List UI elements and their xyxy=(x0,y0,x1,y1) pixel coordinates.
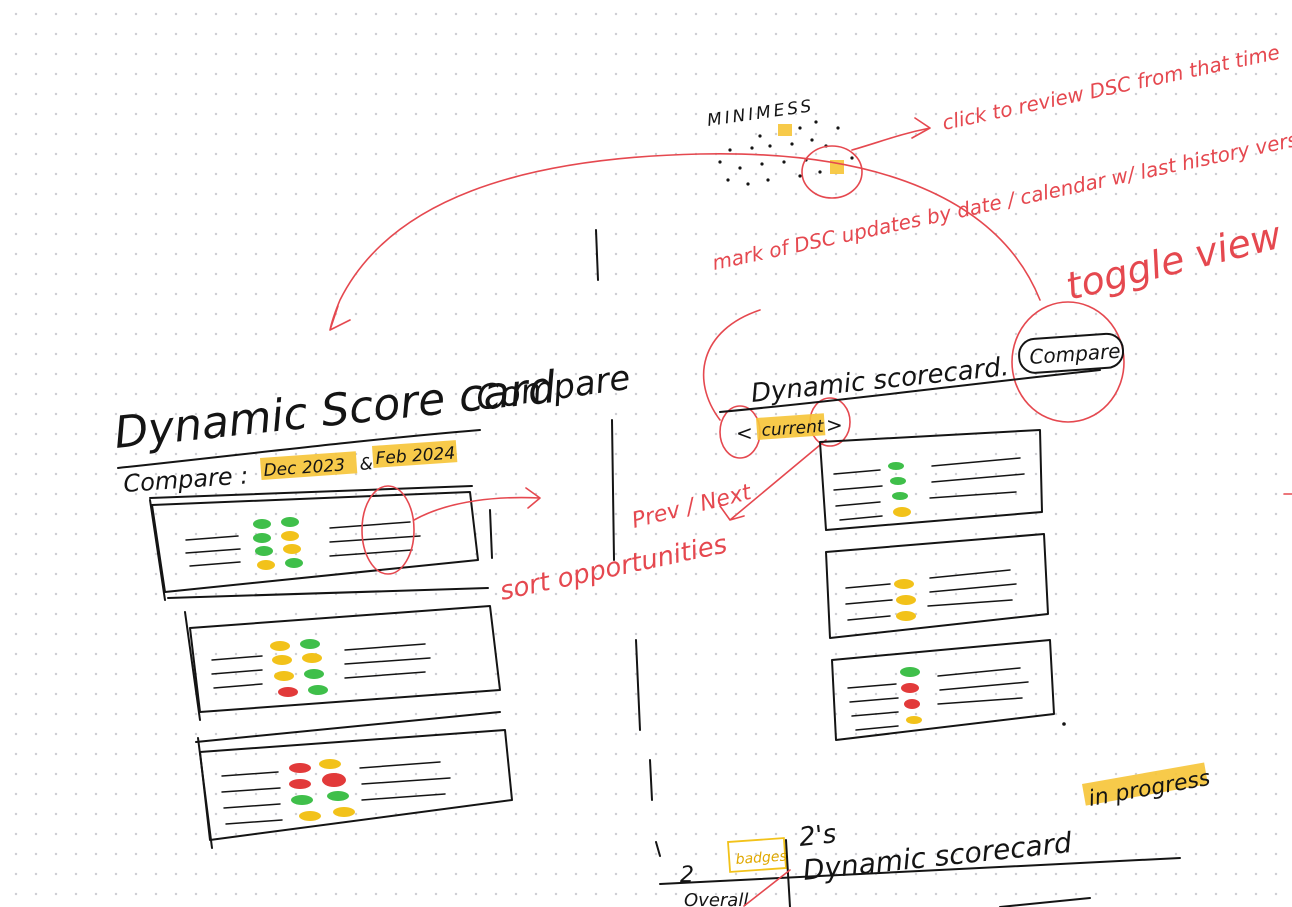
arrow-to-click-note xyxy=(851,117,931,151)
in-progress-highlight xyxy=(1082,762,1208,806)
left-card-2 xyxy=(167,587,501,713)
bottom-marks xyxy=(655,839,791,907)
compare-date-b: Feb 2024 xyxy=(375,443,456,469)
minimap-sketch: MINIMESS xyxy=(706,96,863,199)
right-title-underline xyxy=(719,369,1101,413)
badge-box xyxy=(727,837,787,873)
compare-button[interactable]: Compare xyxy=(1018,332,1125,374)
note-prev-next: Prev / Next xyxy=(629,480,755,534)
current-chip-label: current xyxy=(761,417,826,441)
note-toggle-view: toggle view xyxy=(1062,213,1287,309)
current-chip xyxy=(755,413,826,440)
highlight-date-b xyxy=(372,440,458,468)
sketch-divider xyxy=(595,229,653,801)
badge-label: badges xyxy=(735,848,787,868)
bottom-tab: Overall xyxy=(684,890,748,907)
sort-circle xyxy=(361,485,415,575)
bottom-sketch: in progress 2's badges 2 Dynamic scoreca… xyxy=(655,762,1212,907)
minimap-marker-1 xyxy=(778,124,792,136)
next-arrow[interactable]: > xyxy=(826,413,843,437)
bottom-number: 2 xyxy=(680,863,694,888)
left-card-1 xyxy=(149,485,493,593)
note-click-to-review: click to review DSC from that time xyxy=(940,40,1282,135)
left-card-edges xyxy=(149,499,213,849)
left-card-3 xyxy=(195,711,513,841)
right-title: Dynamic scorecard. xyxy=(750,352,1011,409)
right-card-1 xyxy=(819,429,1043,531)
compare-join: & xyxy=(359,454,374,475)
arrow-prev-next xyxy=(719,439,827,521)
arrow-sort xyxy=(413,487,541,521)
arc-minimap-to-compare xyxy=(329,152,1041,331)
bottom-title: Dynamic scorecard xyxy=(801,826,1073,887)
version-switcher: < current > xyxy=(736,413,843,445)
left-compare-label: Compare : xyxy=(122,461,249,498)
prev-arrow[interactable]: < xyxy=(736,421,753,445)
compare-button-circle xyxy=(1011,301,1125,423)
right-scorecard-sketch: Dynamic scorecard. Compare < current > xyxy=(719,332,1125,741)
highlight-date-a xyxy=(260,451,358,480)
left-compare-sketch: Dynamic Score card Compare Compare : Dec… xyxy=(112,358,633,849)
bottom-red-mark xyxy=(743,869,791,907)
label-2s: 2's xyxy=(798,819,838,853)
bottom-underline xyxy=(659,857,1181,885)
compare-button-label: Compare xyxy=(1029,339,1122,369)
minimap-label: MINIMESS xyxy=(706,96,816,131)
loop-to-mark-note xyxy=(702,309,761,421)
right-card-2 xyxy=(825,533,1049,639)
right-card-3 xyxy=(831,639,1055,741)
left-title-underline xyxy=(117,429,481,469)
compare-date-a: Dec 2023 xyxy=(263,455,346,481)
bottom-card-edge xyxy=(999,897,1091,907)
